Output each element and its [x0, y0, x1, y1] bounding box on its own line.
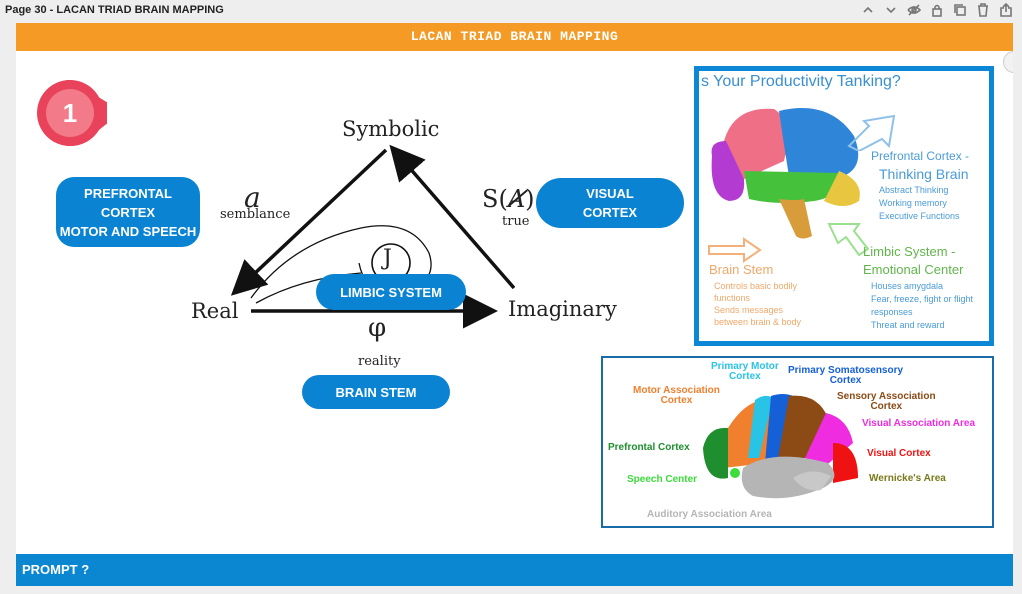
symbolic-label: Symbolic	[342, 117, 440, 141]
imaginary-label: Imaginary	[508, 297, 617, 321]
limbic-sub: Emotional Center	[863, 262, 964, 277]
page-toolbar	[860, 2, 1014, 18]
true-label: true	[502, 214, 530, 229]
slide-title: LACAN TRIAD BRAIN MAPPING	[16, 23, 1013, 51]
real-label: Real	[191, 299, 239, 323]
brain-regions-illustration	[703, 394, 858, 499]
speech-center-label: Speech Center	[627, 474, 698, 485]
prefrontal-title: Prefrontal Cortex -	[871, 149, 970, 163]
s-barred-a-symbol: S(A)	[482, 185, 535, 213]
reality-label: reality	[358, 354, 401, 369]
lacan-triad-diagram	[230, 144, 516, 329]
visual-cortex-label: Visual Cortex	[867, 448, 931, 459]
chevron-down-icon[interactable]	[883, 2, 899, 18]
productivity-brain-image: s Your Productivity Tanking? Prefrontal …	[694, 66, 994, 346]
brain-stem-pill[interactable]: BRAIN STEM	[302, 375, 450, 409]
limbic-title: Limbic System -	[863, 244, 956, 259]
brain1-title: s Your Productivity Tanking?	[701, 73, 901, 90]
brain-illustration	[711, 108, 860, 239]
eye-off-icon[interactable]	[906, 2, 922, 18]
a-symbol: a	[244, 181, 261, 214]
visual-assoc-label: Visual Association Area	[862, 418, 976, 429]
badge-number: 1	[63, 98, 77, 128]
chevron-up-icon[interactable]	[860, 2, 876, 18]
slide-canvas[interactable]: LACAN TRIAD BRAIN MAPPING 1 Symbolic Rea…	[16, 23, 1013, 586]
trash-icon[interactable]	[975, 2, 991, 18]
phi-symbol: φ	[368, 313, 387, 343]
auditory-assoc-label: Auditory Association Area	[647, 509, 772, 520]
copy-icon[interactable]	[952, 2, 968, 18]
limbic-system-pill[interactable]: LIMBIC SYSTEM	[316, 274, 466, 310]
prefrontal-label: Prefrontal Cortex	[608, 442, 690, 453]
page-header: Page 30 - LACAN TRIAD BRAIN MAPPING	[0, 0, 1022, 22]
brainstem-title: Brain Stem	[709, 262, 774, 277]
share-icon[interactable]	[998, 2, 1014, 18]
semblance-label: semblance	[220, 207, 291, 222]
number-badge: 1	[37, 80, 107, 146]
arrow-imaginary-to-symbolic	[389, 144, 516, 290]
scroll-handle[interactable]	[1003, 51, 1013, 73]
prefrontal-sub: Thinking Brain	[879, 166, 969, 182]
wernicke-label: Wernicke's Area	[869, 473, 946, 484]
page-label: Page 30 - LACAN TRIAD BRAIN MAPPING	[5, 4, 224, 16]
j-symbol: J	[383, 246, 392, 271]
arrow-symbolic-to-real	[230, 148, 388, 296]
lock-icon[interactable]	[929, 2, 945, 18]
prompt-bar[interactable]: PROMPT ?	[16, 554, 1013, 586]
